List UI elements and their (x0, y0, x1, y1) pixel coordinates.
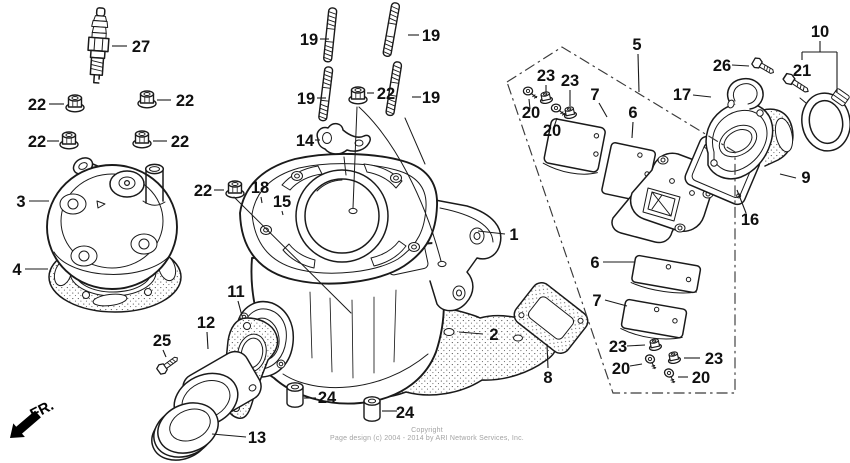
leader-line-16 (736, 189, 747, 214)
leader-line-5 (637, 53, 640, 93)
callout-label-10: 10 (811, 23, 829, 41)
callout-label-8: 8 (543, 369, 552, 387)
leader-line-11 (237, 300, 243, 317)
leader-line-12 (206, 331, 209, 350)
callout-label-14: 14 (296, 132, 315, 150)
reed-plate-7-upper-illustration (542, 118, 606, 175)
callout-label-13: 13 (248, 429, 266, 447)
leader-line-17 (692, 94, 712, 98)
callout-label-6: 6 (590, 254, 599, 272)
leader-line-1 (477, 230, 506, 235)
watermark-line-1: Copyright (411, 427, 443, 434)
callout-label-18: 18 (251, 179, 269, 197)
tube-clip-illustration (726, 77, 764, 110)
intake-gasket-illustration (513, 282, 589, 354)
callout-label-9: 9 (801, 169, 810, 187)
callout-label-25: 25 (153, 332, 171, 350)
callout-label-19: 19 (422, 27, 440, 45)
leader-line-7 (604, 299, 628, 307)
leader-line-15 (281, 210, 284, 216)
spark-plug-illustration (87, 7, 110, 84)
callout-label-3: 3 (16, 193, 25, 211)
callout-label-16: 16 (741, 211, 759, 229)
callout-label-20: 20 (522, 104, 540, 122)
callout-label-6: 6 (628, 104, 637, 122)
front-direction-indicator: FR. (10, 397, 57, 438)
callout-label-1: 1 (509, 226, 518, 244)
callout-label-22: 22 (194, 182, 212, 200)
stay-bracket-illustration (316, 122, 371, 155)
callout-label-11: 11 (227, 283, 244, 301)
leader-line-2 (458, 331, 484, 335)
connecting-boot-illustration (151, 402, 219, 461)
watermark-line-2: Page design (c) 2004 - 2014 by ARI Netwo… (330, 435, 524, 442)
callout-label-26: 26 (713, 57, 731, 75)
leader-line-20 (629, 363, 643, 367)
callout-label-19: 19 (422, 89, 440, 107)
callout-label-27: 27 (132, 38, 150, 56)
leader-line-13 (211, 433, 247, 438)
leader-line-20 (528, 98, 531, 110)
callout-label-20: 20 (692, 369, 710, 387)
bolt-25-illustration (155, 352, 182, 377)
callout-label-2: 2 (489, 326, 498, 344)
callout-label-22: 22 (28, 133, 46, 151)
cylinder-head-illustration (46, 157, 178, 290)
callout-label-23: 23 (561, 72, 579, 90)
callout-label-4: 4 (12, 261, 22, 279)
reed-plate-7-lower-illustration (620, 298, 688, 340)
reed-assembly-boundary (506, 46, 736, 394)
leader-line-25 (162, 349, 167, 358)
callout-label-22: 22 (176, 92, 194, 110)
callout-label-7: 7 (590, 86, 599, 104)
callout-label-12: 12 (197, 314, 215, 332)
tube-clamp-band-illustration (799, 88, 850, 152)
leader-line-23 (626, 344, 646, 347)
insulator-illustration (705, 102, 794, 180)
callout-label-20: 20 (612, 360, 630, 378)
callout-label-21: 21 (793, 62, 811, 80)
callout-label-23: 23 (705, 350, 723, 368)
callout-label-17: 17 (673, 86, 691, 104)
leader-line-20 (553, 117, 558, 128)
leader-line-6 (631, 121, 634, 139)
callout-label-23: 23 (609, 338, 627, 356)
callout-label-24: 24 (396, 404, 415, 422)
reed-plate-6-lower-illustration (630, 254, 702, 294)
leader-line-7 (598, 102, 608, 118)
bolt-26-illustration (750, 55, 777, 78)
callout-label-19: 19 (300, 31, 318, 49)
leader-line-18 (260, 196, 263, 204)
callout-label-20: 20 (543, 122, 561, 140)
callout-label-7: 7 (592, 292, 601, 310)
leader-line-9 (779, 173, 797, 179)
callout-label-15: 15 (273, 193, 291, 211)
leader-line-8 (546, 343, 549, 369)
callout-label-22: 22 (28, 96, 46, 114)
assembly-reference-lines (233, 106, 447, 314)
callout-label-22: 22 (377, 85, 395, 103)
callout-label-5: 5 (632, 36, 641, 54)
callout-label-24: 24 (318, 389, 337, 407)
callout-label-23: 23 (537, 67, 555, 85)
leader-line-26 (731, 64, 750, 67)
callout-label-22: 22 (171, 133, 189, 151)
front-arrow-icon (10, 410, 41, 438)
callout-label-19: 19 (297, 90, 315, 108)
